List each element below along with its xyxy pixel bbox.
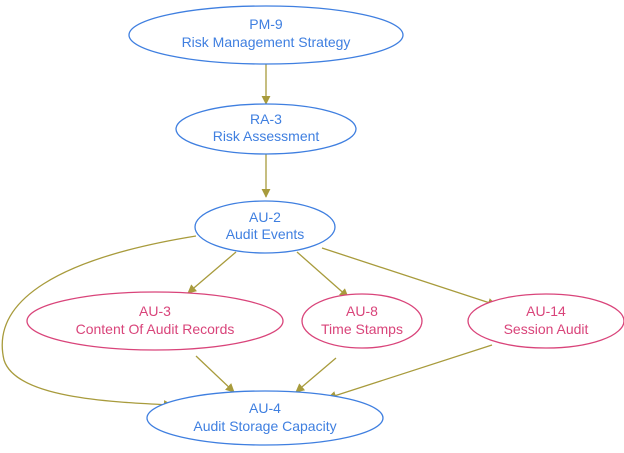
edge-au3-to-au4 [195,355,235,393]
node-au3[interactable]: AU-3 Content Of Audit Records [26,291,284,351]
node-au14[interactable]: AU-14 Session Audit [467,293,624,349]
node-au8[interactable]: AU-8 Time Stamps [301,293,423,349]
node-pm9[interactable]: PM-9 Risk Management Strategy [128,5,404,65]
edge-au2-to-au3 [187,251,237,294]
node-ra3-label: Risk Assessment [213,128,320,144]
node-au3-id: AU-3 [139,303,171,319]
edge-au2-to-au4 [1,235,197,410]
node-au2-label: Audit Events [226,226,305,242]
edge-au14-to-au4 [327,344,493,400]
node-au2[interactable]: AU-2 Audit Events [194,200,336,254]
node-au8-label: Time Stamps [321,321,403,337]
node-ra3-shape [175,103,357,155]
node-au14-label: Session Audit [504,321,589,337]
node-au4-id: AU-4 [249,400,281,416]
edges [1,64,497,410]
node-pm9-label: Risk Management Strategy [182,34,351,50]
edge-au2-to-au14 [321,247,497,307]
node-au8-id: AU-8 [346,303,378,319]
node-au3-shape [26,291,284,351]
node-ra3-id: RA-3 [250,111,282,127]
node-au14-id: AU-14 [526,303,566,319]
node-au8-shape [301,293,423,349]
node-pm9-id: PM-9 [249,16,283,32]
node-pm9-shape [128,5,404,65]
node-au4[interactable]: AU-4 Audit Storage Capacity [146,390,384,446]
node-au14-shape [467,293,624,349]
node-au4-label: Audit Storage Capacity [193,418,336,434]
edge-au8-to-au4 [295,357,337,393]
node-au2-shape [194,200,336,254]
node-au4-shape [146,390,384,446]
node-au2-id: AU-2 [249,209,281,225]
node-ra3[interactable]: RA-3 Risk Assessment [175,103,357,155]
edge-au2-to-au8 [296,251,349,298]
node-au3-label: Content Of Audit Records [76,321,235,337]
